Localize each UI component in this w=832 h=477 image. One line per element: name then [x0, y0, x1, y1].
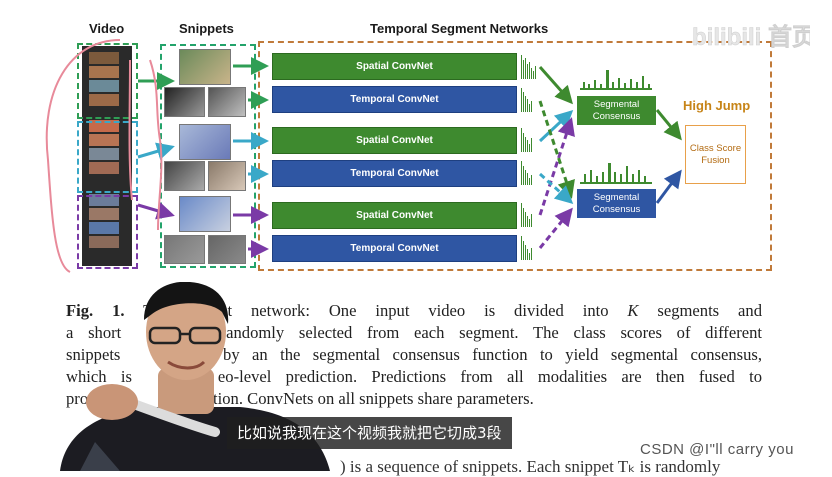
video-filmstrip	[82, 46, 132, 266]
predicted-class-label: High Jump	[683, 98, 751, 113]
segment-1-box	[77, 43, 138, 119]
tsn-column-title: Temporal Segment Networks	[370, 21, 549, 36]
snippet-2-rgb-frame	[179, 124, 231, 160]
caption-line-3: snippets ed by an the segmental consensu…	[66, 345, 763, 364]
snippet-1-rgb-frame	[179, 49, 231, 85]
figure-caption: Fig. 1. Tl segment network: One input vi…	[66, 300, 762, 410]
diagram-connectors	[45, 39, 682, 273]
video-subtitle: 比如说我现在这个视频我就把它切成3段	[227, 417, 512, 449]
snippet-1-flow-x	[164, 87, 205, 117]
caption-figure-label: Fig. 1.	[66, 301, 125, 320]
paper-body-text: ) is a sequence of snippets. Each snippe…	[340, 457, 721, 476]
bilibili-logo-text: bilibili 首页	[692, 23, 810, 51]
caption-line-5: pro l prediction. ConvNets on all snippe…	[66, 389, 534, 408]
pen-annotation	[45, 39, 163, 273]
segment-3-box	[77, 195, 138, 269]
temporal-convnet-1: Temporal ConvNet	[272, 86, 517, 113]
score-bars-1	[521, 55, 536, 79]
snippets-column-title: Snippets	[179, 21, 234, 36]
caption-line-2: a short is randomly selected from each s…	[66, 323, 762, 342]
segmental-consensus-spatial: Segmental Consensus	[577, 96, 656, 125]
snippet-1-flow-y	[208, 87, 246, 117]
temporal-convnet-3: Temporal ConvNet	[272, 235, 517, 262]
tsn-box	[258, 41, 772, 271]
bilibili-logo: bilibili 首页	[692, 23, 810, 52]
segmental-consensus-temporal: Segmental Consensus	[577, 189, 656, 218]
consensus-scores-spatial	[580, 70, 652, 90]
snippet-2-flow-y	[208, 161, 246, 191]
snippet-3-rgb-frame	[179, 196, 231, 232]
caption-line-1: Fig. 1. Tl segment network: One input vi…	[66, 301, 762, 320]
spatial-convnet-2: Spatial ConvNet	[272, 127, 517, 154]
snippet-3-flow-y	[208, 235, 246, 264]
snippet-3-flow-x	[164, 235, 205, 264]
consensus-scores-temporal	[580, 163, 652, 184]
video-column-title: Video	[89, 21, 125, 36]
temporal-convnet-2: Temporal ConvNet	[272, 160, 517, 187]
presenter-figure	[60, 282, 330, 471]
segment-2-box	[77, 121, 138, 193]
class-score-fusion: Class Score Fusion	[685, 125, 746, 184]
snippet-2-flow-x	[164, 161, 205, 191]
caption-line-4: which is eo-level prediction. Prediction…	[66, 367, 762, 386]
spatial-convnet-1: Spatial ConvNet	[272, 53, 517, 80]
spatial-convnet-3: Spatial ConvNet	[272, 202, 517, 229]
csdn-watermark: CSDN @I"ll carry you	[640, 441, 794, 458]
